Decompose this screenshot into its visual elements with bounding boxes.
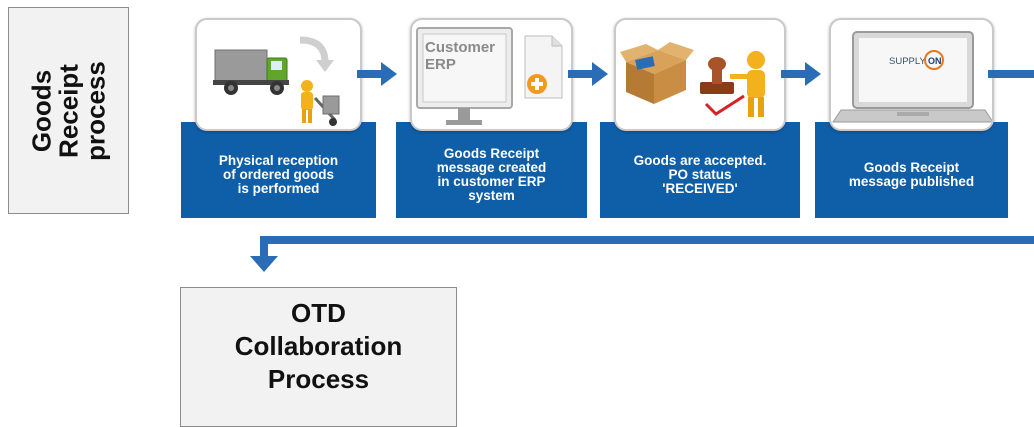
- flow-arrow: [568, 62, 608, 86]
- step-caption: Goods are accepted. PO status 'RECEIVED': [633, 152, 767, 196]
- flow-arrow: [781, 62, 821, 86]
- process-label: Goods Receipt process: [26, 60, 110, 161]
- step-image-card: [195, 18, 362, 131]
- otd-collaboration-box: OTD Collaboration Process: [180, 287, 457, 427]
- supplyon-laptop-icon: SUPPLY ON: [832, 31, 992, 123]
- step-message-published: SUPPLY ON Goods Receipt message publishe…: [815, 18, 1008, 218]
- step-caption: Physical reception of ordered goods is p…: [218, 152, 339, 196]
- step-goods-accepted: Goods are accepted. PO status 'RECEIVED': [600, 18, 800, 218]
- customer-erp-monitor-icon: Customer ERP: [416, 27, 563, 125]
- step-image-card: [614, 18, 786, 131]
- step-image-card: Customer ERP: [410, 18, 573, 131]
- process-label-box: Goods Receipt process: [8, 7, 129, 214]
- flow-arrow: [357, 62, 397, 86]
- monitor-text: Customer: [425, 39, 495, 56]
- step-caption: Goods Receipt message created in custome…: [436, 145, 547, 203]
- step-physical-reception: Physical reception of ordered goods is p…: [181, 18, 376, 218]
- step-image-card: SUPPLY ON: [829, 18, 994, 131]
- return-arrow: [250, 236, 1034, 272]
- svg-text:ON: ON: [928, 56, 942, 66]
- step-erp-message: Customer ERP Goods Receipt message creat…: [396, 18, 587, 218]
- screen-logo: SUPPLY: [889, 56, 926, 67]
- monitor-text: ERP: [425, 56, 456, 73]
- flow-line-out: [988, 70, 1034, 78]
- accepted-box-stamp-icon: [620, 42, 765, 117]
- step-caption: Goods Receipt message published: [848, 159, 975, 189]
- delivery-truck-icon: [213, 36, 340, 126]
- otd-collaboration-label: OTD Collaboration Process: [234, 298, 403, 394]
